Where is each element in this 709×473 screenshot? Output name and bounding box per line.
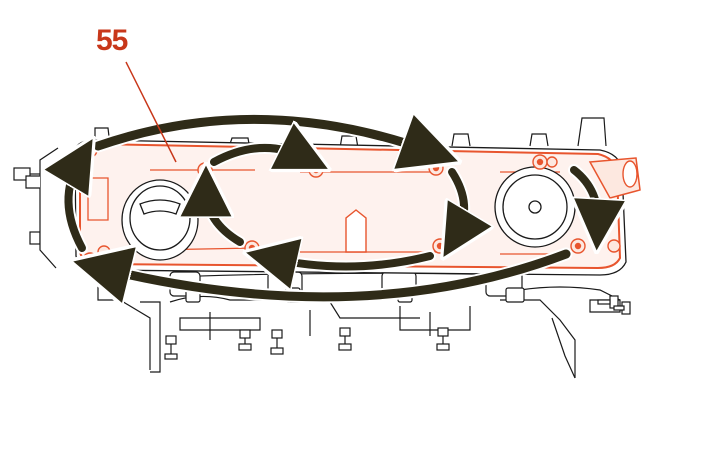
sequence-arrow-2 <box>208 148 306 162</box>
sequence-arrow-8 <box>68 160 82 254</box>
bolt-point <box>244 240 260 256</box>
sequence-arrow-1 <box>91 119 432 152</box>
bolt-point <box>308 162 324 178</box>
sequence-arrow-5 <box>206 190 246 248</box>
bolt-point <box>97 245 111 259</box>
bolt-point <box>428 160 444 176</box>
callout-number-label: 55 <box>96 24 128 57</box>
sequence-arrow-6 <box>568 164 598 226</box>
bolt-point <box>570 238 586 254</box>
sequence-arrow-7 <box>100 254 573 297</box>
bolt-point <box>532 154 548 170</box>
camshaft-sensor-icon <box>494 166 576 248</box>
callout-leader-line <box>125 61 177 163</box>
tightening-sequence-arrows <box>68 119 598 296</box>
bolt-point <box>432 238 448 254</box>
sequence-arrow-4 <box>270 256 436 267</box>
sequence-arrow-3 <box>452 166 464 236</box>
oil-filler-cap-icon <box>121 179 199 261</box>
bolt-icon <box>13 167 631 360</box>
bolt-point <box>607 239 621 253</box>
bolt-point <box>546 156 558 168</box>
